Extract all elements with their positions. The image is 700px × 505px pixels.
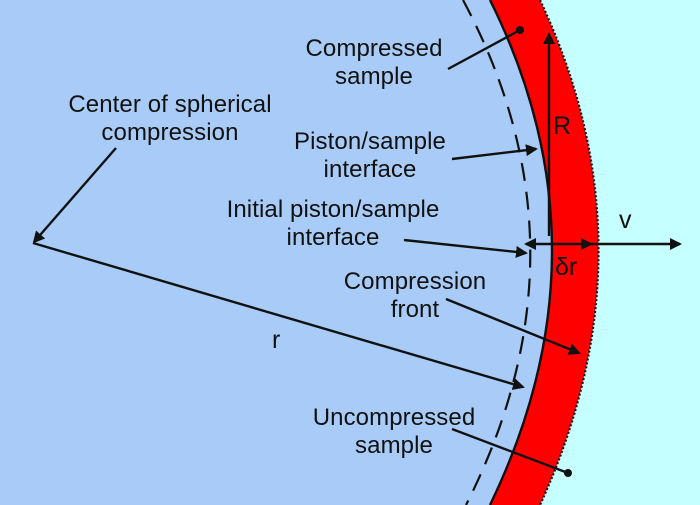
initial-piston-sample-interface-label: Initial piston/sample interface — [226, 196, 440, 251]
piston-interface-pointer-arrow — [451, 144, 538, 161]
uncompressed-sample-point — [564, 469, 572, 477]
velocity-v-label: v — [619, 206, 632, 234]
uncompressed-region — [0, 0, 552, 505]
delta-r-label: δr — [555, 253, 578, 281]
compressed-sample-pointer — [447, 28, 521, 71]
radius-r-line — [32, 241, 525, 390]
piston-sample-interface-line — [488, 0, 554, 505]
center-pointer-arrow — [32, 147, 117, 244]
compression-front-pointer-arrow — [445, 297, 581, 355]
initial-interface-pointer-arrow — [403, 238, 528, 258]
compressed-sample-label: Compressed sample — [305, 35, 443, 90]
uncompressed-sample-label: Uncompressed sample — [312, 404, 476, 459]
compression-front-label: Compression front — [343, 268, 487, 323]
initial-piston-sample-interface-dashed-line — [462, 0, 532, 505]
center-of-spherical-compression-label: Center of spherical compression — [68, 91, 272, 146]
compressed-sample-point — [516, 26, 524, 34]
piston-sample-interface-label: Piston/sample interface — [293, 128, 447, 183]
radius-R-label: R — [553, 112, 572, 140]
compressed-sample-shell — [490, 0, 599, 505]
uncompressed-sample-pointer — [451, 427, 569, 475]
radius-r-label: r — [272, 326, 281, 354]
